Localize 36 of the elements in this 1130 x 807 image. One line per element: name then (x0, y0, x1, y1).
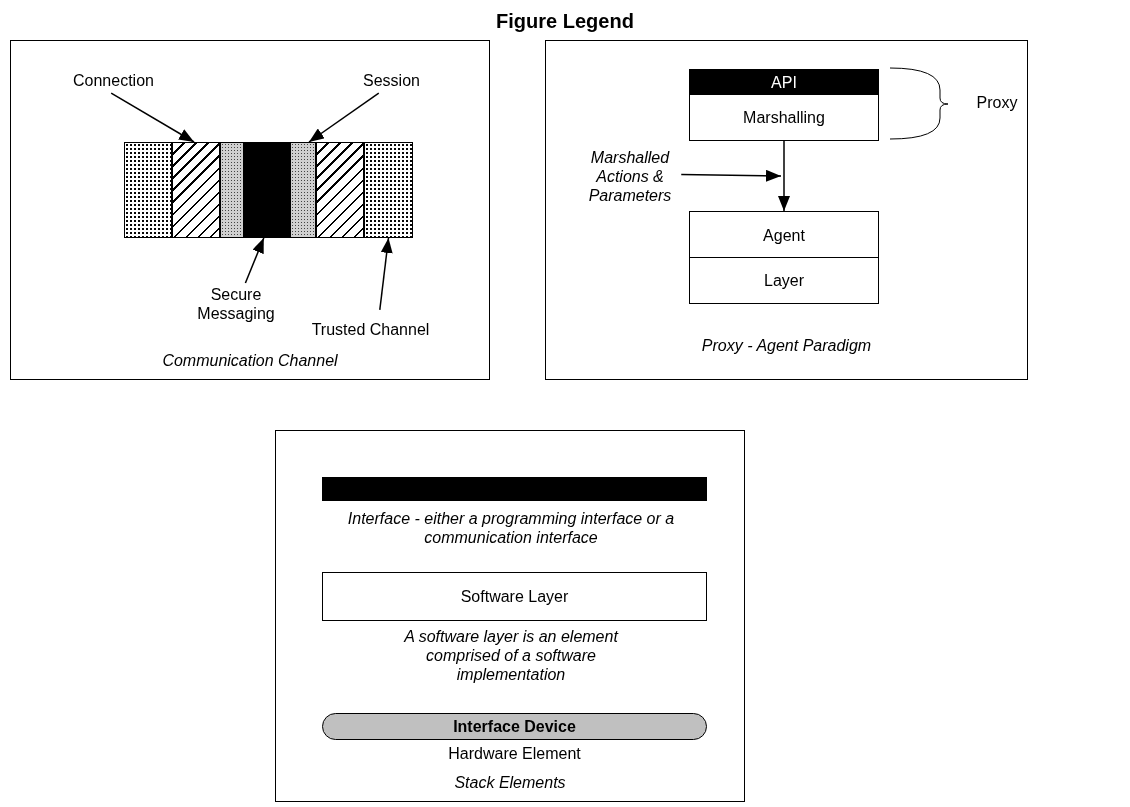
band-stripe (364, 142, 413, 238)
interface-device-pill: Interface Device (322, 713, 707, 740)
layer-box: Software Layer (322, 572, 707, 621)
callout-label: Trusted Channel (293, 317, 448, 341)
band-stripe (290, 142, 316, 238)
callout-label: Marshalled Actions & Parameters (569, 141, 691, 211)
leader-line (244, 237, 265, 284)
band-stripe (244, 142, 290, 238)
leader-line (308, 92, 380, 143)
band-stripe (124, 142, 172, 238)
layer-box: Layer (689, 257, 879, 304)
bracket-label: Proxy (975, 93, 1019, 112)
callout-label: Session (349, 69, 434, 91)
description-text: A software layer is an element comprised of a software implementation (402, 627, 620, 684)
panel-frame (545, 40, 1028, 380)
layer-box: Agent (689, 211, 879, 259)
leader-line (680, 169, 782, 182)
panel-frame (275, 430, 745, 802)
callout-label: Connection (56, 69, 171, 91)
band-stripe (220, 142, 244, 238)
band-stripe (172, 142, 220, 238)
interface-bar (322, 477, 707, 501)
callout-label: Secure Messaging (189, 283, 283, 325)
api-bar: API (689, 69, 879, 95)
band-stripe (316, 142, 364, 238)
description-text: Hardware Element (447, 744, 582, 763)
figure-title: Figure Legend (495, 12, 635, 31)
panel-caption: Stack Elements (453, 773, 567, 792)
panel-caption: Communication Channel (161, 351, 339, 370)
panel-frame (10, 40, 490, 380)
leader-line (379, 237, 393, 311)
panel-caption: Proxy - Agent Paradigm (700, 336, 873, 355)
description-text: Interface - either a programming interface or a communication interface (346, 509, 676, 547)
arrow (778, 140, 790, 212)
leader-line (110, 92, 195, 143)
layer-box: Marshalling (689, 94, 879, 141)
